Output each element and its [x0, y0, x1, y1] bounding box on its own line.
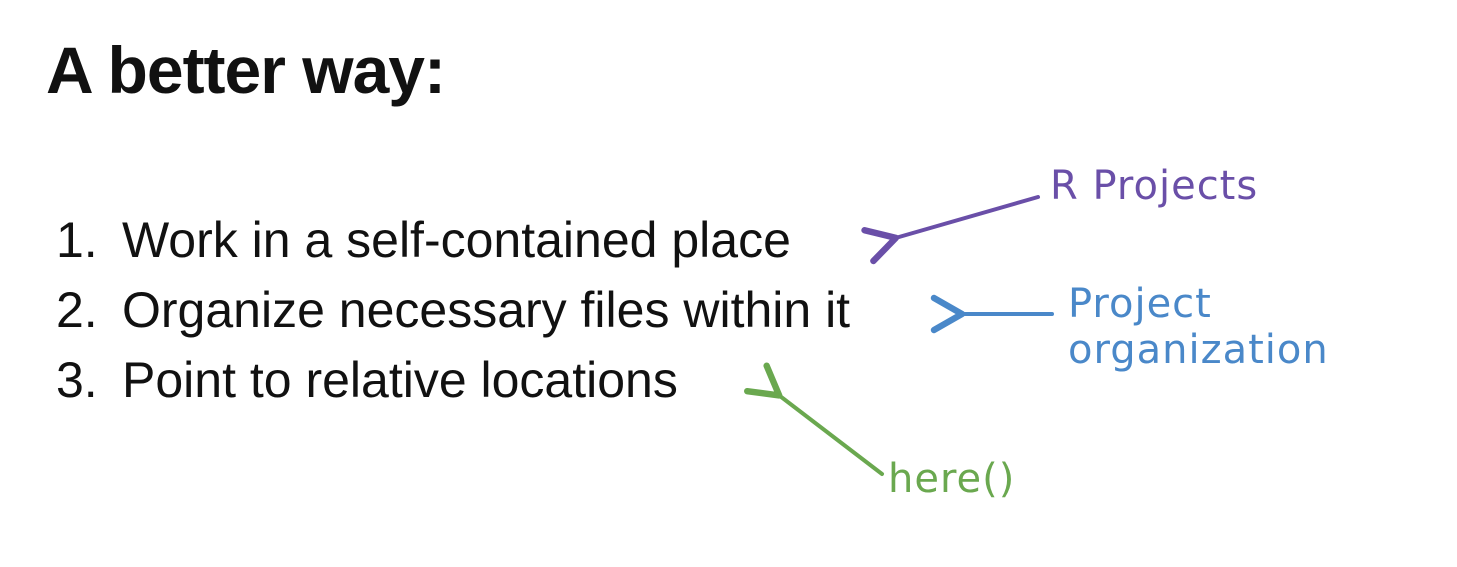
step-text: Work in a self-contained place — [122, 212, 791, 268]
step-number: 2. — [56, 282, 98, 338]
annotation-here: here() — [888, 456, 1016, 502]
annotation-project-organization: Project organization — [1068, 281, 1329, 373]
step-item: 3. Point to relative locations — [56, 345, 850, 415]
step-number: 3. — [56, 352, 98, 408]
step-number: 1. — [56, 212, 98, 268]
slide-title: A better way: — [46, 33, 446, 107]
arrow-r-projects — [861, 195, 1040, 265]
step-text: Point to relative locations — [122, 352, 678, 408]
annotation-r-projects: R Projects — [1050, 163, 1259, 209]
steps-list: 1. Work in a self-contained place 2. Org… — [56, 205, 850, 415]
annotation-project-organization-line1: Project — [1068, 281, 1212, 327]
step-item: 1. Work in a self-contained place — [56, 205, 850, 275]
step-text: Organize necessary files within it — [122, 282, 851, 338]
step-item: 2. Organize necessary files within it — [56, 275, 850, 345]
annotation-project-organization-line2: organization — [1068, 327, 1329, 373]
